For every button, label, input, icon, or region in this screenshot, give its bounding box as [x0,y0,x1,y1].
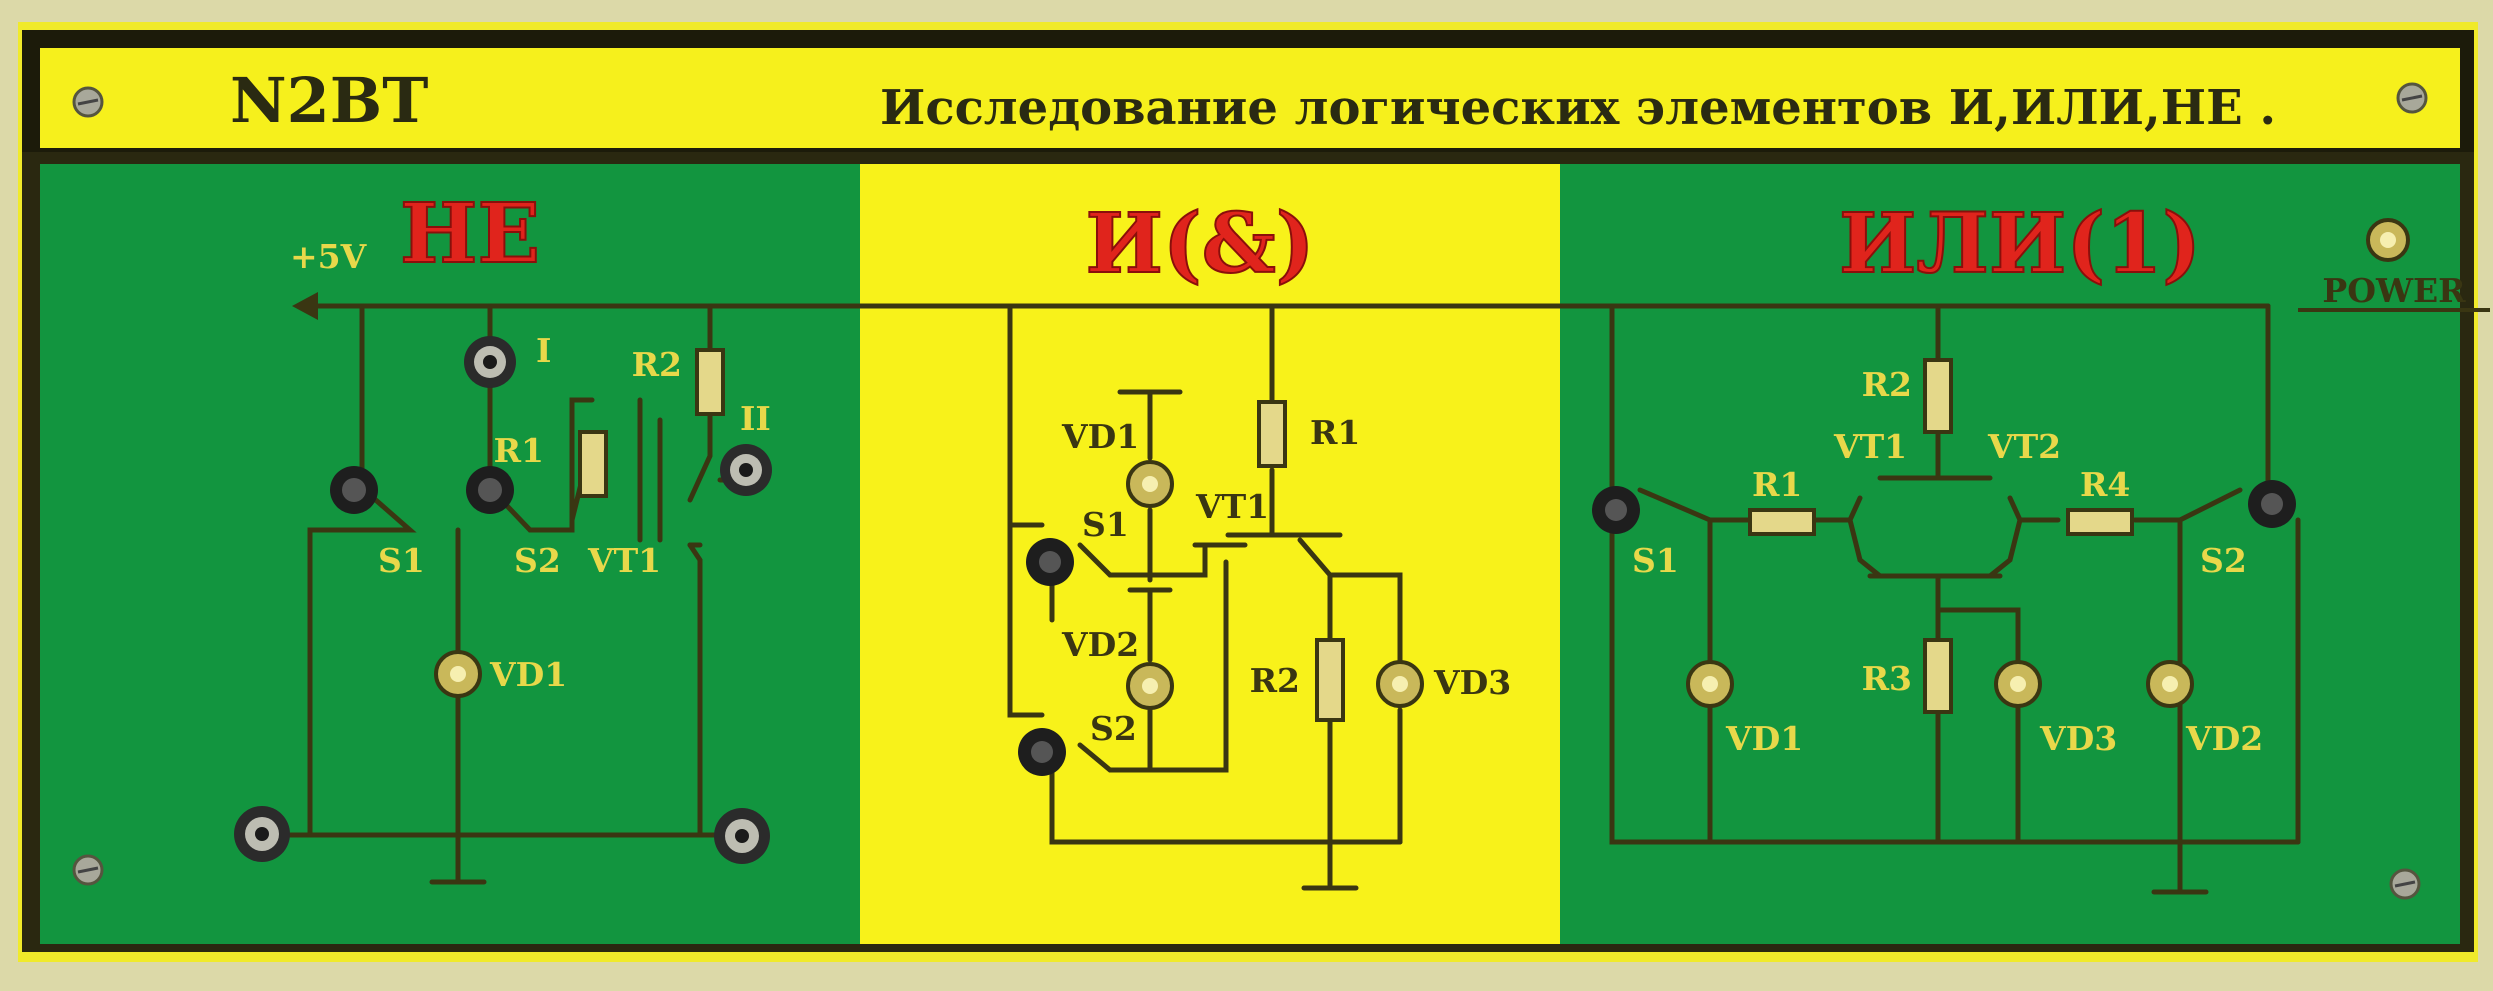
and-r1-label: R1 [1310,413,1360,452]
not-r1-label: R1 [494,431,544,470]
not-s2-label: S2 [514,541,561,580]
screw-icon [2389,868,2421,900]
or-s1-label: S1 [1632,541,1679,580]
or-s2-switch[interactable] [2248,480,2296,528]
and-vt1-label: VT1 [1195,487,1269,526]
not-s1-label: S1 [378,541,425,580]
not-vd1-label: VD1 [489,655,567,694]
not-s1-switch[interactable] [330,466,378,514]
or-r4-label: R4 [2080,465,2130,504]
not-panel [40,164,860,944]
and-s2-switch[interactable] [1018,728,1066,776]
not-input-socket[interactable] [464,336,516,388]
board-title: Исследование логических элементов И,ИЛИ,… [880,80,2276,136]
resistor-r2-icon [1315,638,1345,722]
resistor-r1-icon [1257,400,1287,468]
resistor-r2-icon [1923,358,1953,434]
not-output-label: II [740,399,771,438]
screw-icon [72,854,104,886]
or-vd1-label: VD1 [1725,719,1803,758]
or-s1-switch[interactable] [1592,486,1640,534]
not-input-label: I [536,331,551,370]
not-ground-socket-left[interactable] [234,806,290,862]
and-vd2-led [1126,662,1174,710]
resistor-r4-icon [2066,508,2134,536]
or-r1-label: R1 [1752,465,1802,504]
or-vd1-led [1686,660,1734,708]
power-label: POWER [2322,271,2466,310]
and-vd2-label: VD2 [1061,625,1139,664]
not-vd1-led [434,650,482,698]
screw-icon [2396,82,2428,114]
not-output-socket[interactable] [720,444,772,496]
or-vt1-label: VT1 [1833,427,1907,466]
and-panel [860,164,1560,944]
and-r2-label: R2 [1250,661,1300,700]
or-vd3-led [1994,660,2042,708]
and-vd1-led [1126,460,1174,508]
and-s1-switch[interactable] [1026,538,1074,586]
or-vd2-led [2146,660,2194,708]
header-strip [40,48,2460,148]
resistor-r3-icon [1923,638,1953,714]
power-led [2366,218,2410,262]
and-vd1-label: VD1 [1061,417,1139,456]
or-vd2-label: VD2 [2185,719,2263,758]
and-vd3-led [1376,660,1424,708]
supply-rail [292,292,2271,320]
resistor-r1-icon [578,430,608,498]
supply-label: +5V [290,237,368,276]
not-s2-switch[interactable] [466,466,514,514]
resistor-r2-icon [695,348,725,416]
screw-icon [72,86,104,118]
and-s1-label: S1 [1082,505,1129,544]
not-title: НЕ [400,186,540,282]
or-s2-label: S2 [2200,541,2247,580]
not-vt1-label: VT1 [587,541,661,580]
and-title: И(&) [1085,196,1314,292]
or-title: ИЛИ(1) [1839,196,2201,292]
or-r2-label: R2 [1862,365,1912,404]
and-vd3-label: VD3 [1433,663,1511,702]
or-vt2-label: VT2 [1987,427,2061,466]
not-ground-socket-right[interactable] [714,808,770,864]
not-r2-label: R2 [632,345,682,384]
and-circuit [1007,303,1403,891]
and-s2-label: S2 [1090,709,1137,748]
model-label: N2BT [230,64,428,137]
or-vd3-label: VD3 [2039,719,2117,758]
resistor-r1-icon [1748,508,1816,536]
or-circuit [1609,303,2301,895]
or-r3-label: R3 [1862,659,1912,698]
